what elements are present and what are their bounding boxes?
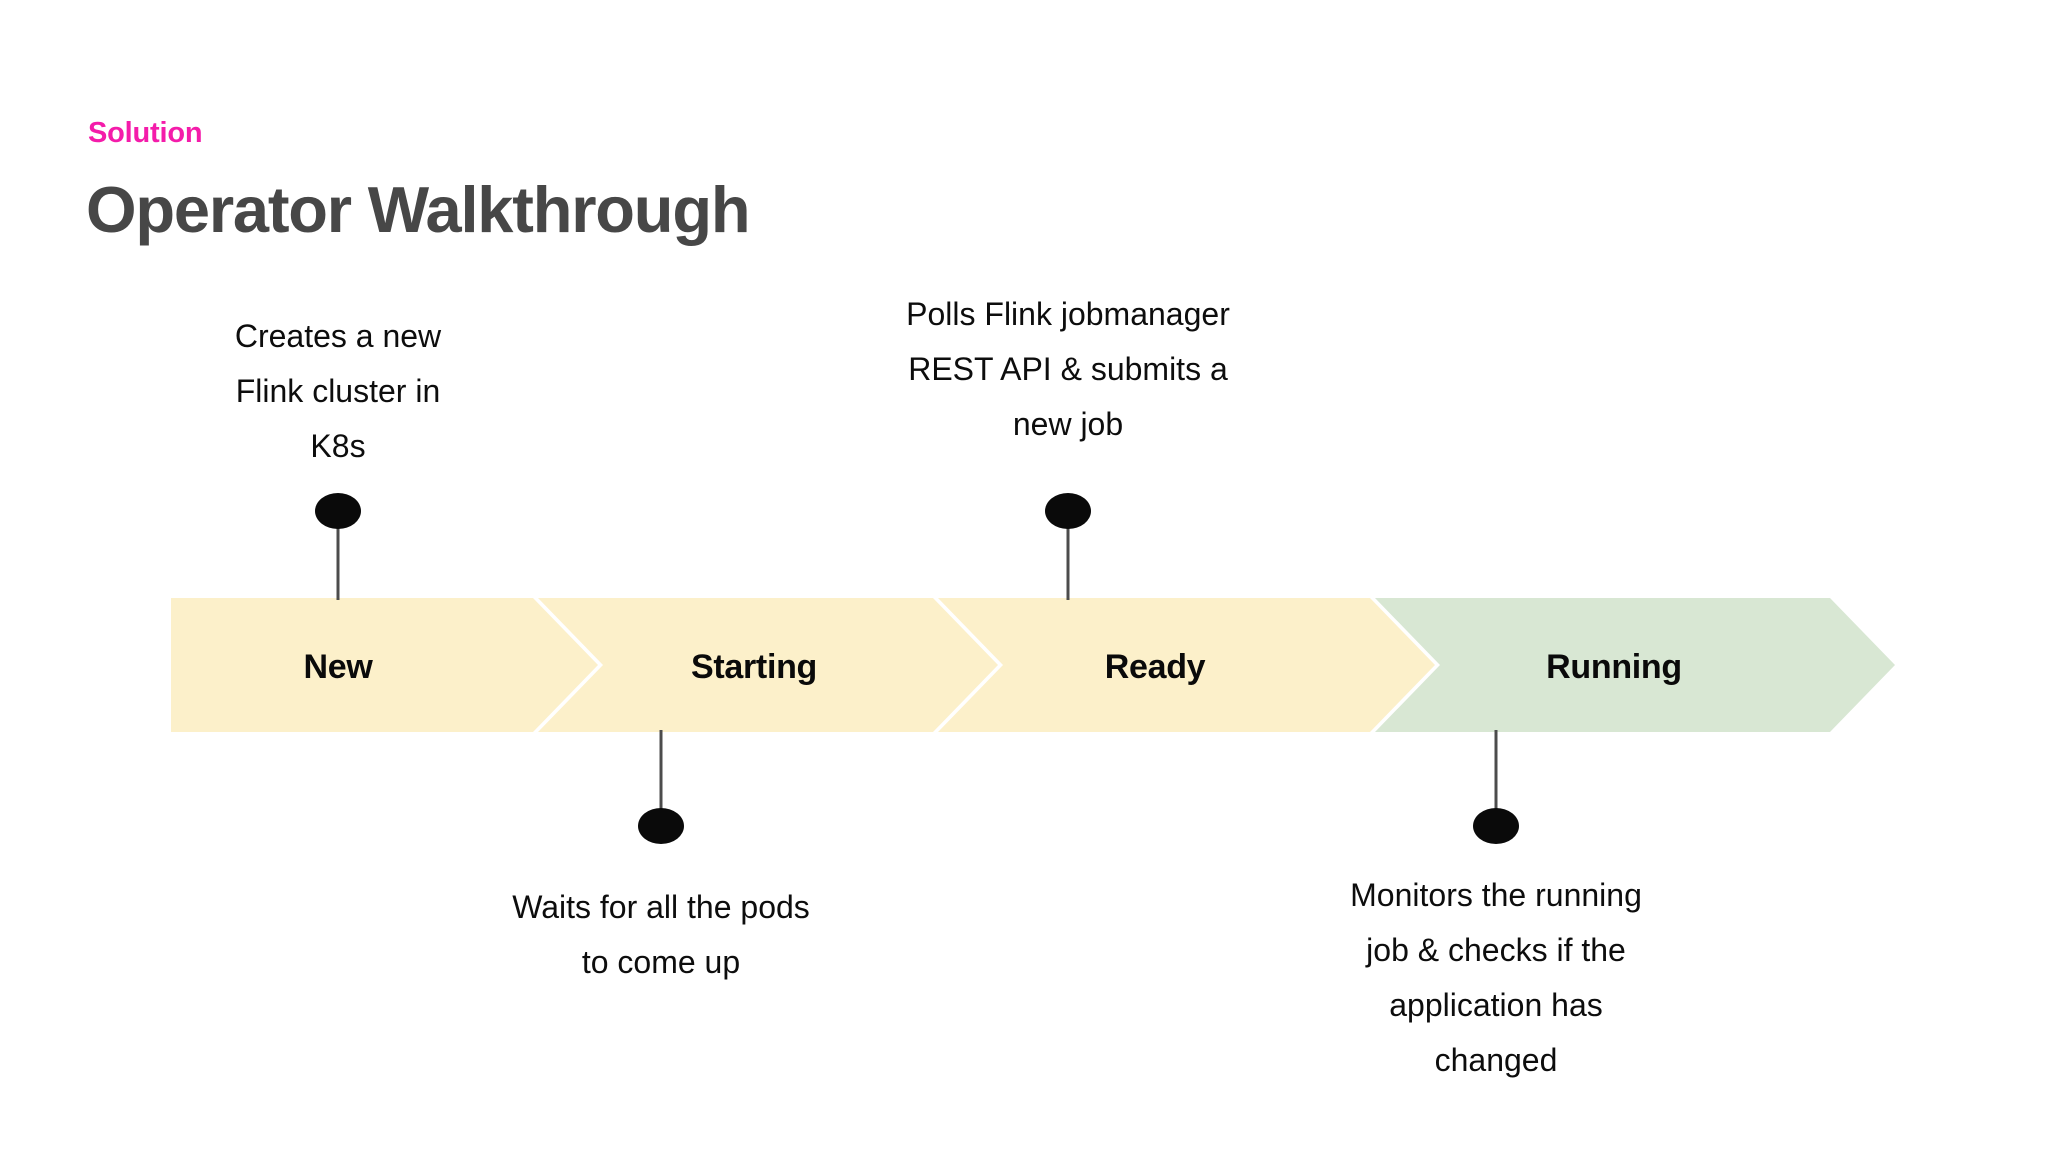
marker-dot-running	[1473, 808, 1519, 844]
slide-eyebrow-label: Solution	[88, 117, 203, 149]
annotation-starting-line-2: to come up	[581, 944, 741, 980]
annotation-ready-line-3: new job	[1012, 406, 1124, 442]
annotation-ready-line-1: Polls Flink jobmanager	[906, 296, 1230, 332]
annotation-new: Creates a new Flink cluster in K8s	[235, 309, 441, 474]
annotation-starting-line-1: Waits for all the pods	[512, 889, 810, 925]
annotation-running-line-1: Monitors the running	[1350, 877, 1642, 913]
marker-dot-ready	[1045, 493, 1091, 529]
stage-shape-new[interactable]	[171, 598, 598, 732]
marker-dot-starting	[638, 808, 684, 844]
stage-label-starting[interactable]: Starting	[690, 648, 818, 686]
annotation-running-line-3: application has	[1389, 987, 1603, 1023]
annotation-new-line-1: Creates a new	[234, 318, 442, 354]
stage-label-running[interactable]: Running	[1546, 648, 1682, 686]
annotation-ready: Polls Flink jobmanager REST API & submit…	[906, 287, 1230, 452]
annotation-new-line-2: Flink cluster in	[235, 373, 441, 409]
annotation-new-line-3: K8s	[310, 428, 366, 464]
marker-dot-new	[315, 493, 361, 529]
annotation-running: Monitors the running job & checks if the…	[1350, 868, 1642, 1088]
stage-label-new[interactable]: New	[303, 648, 373, 686]
annotation-ready-line-2: REST API & submits a	[908, 351, 1228, 387]
annotation-running-line-4: changed	[1434, 1042, 1558, 1078]
annotation-starting: Waits for all the pods to come up	[512, 880, 810, 990]
annotation-running-line-2: job & checks if the	[1366, 932, 1626, 968]
page-title: Operator Walkthrough	[86, 173, 751, 246]
stage-label-ready[interactable]: Ready	[1104, 648, 1206, 686]
